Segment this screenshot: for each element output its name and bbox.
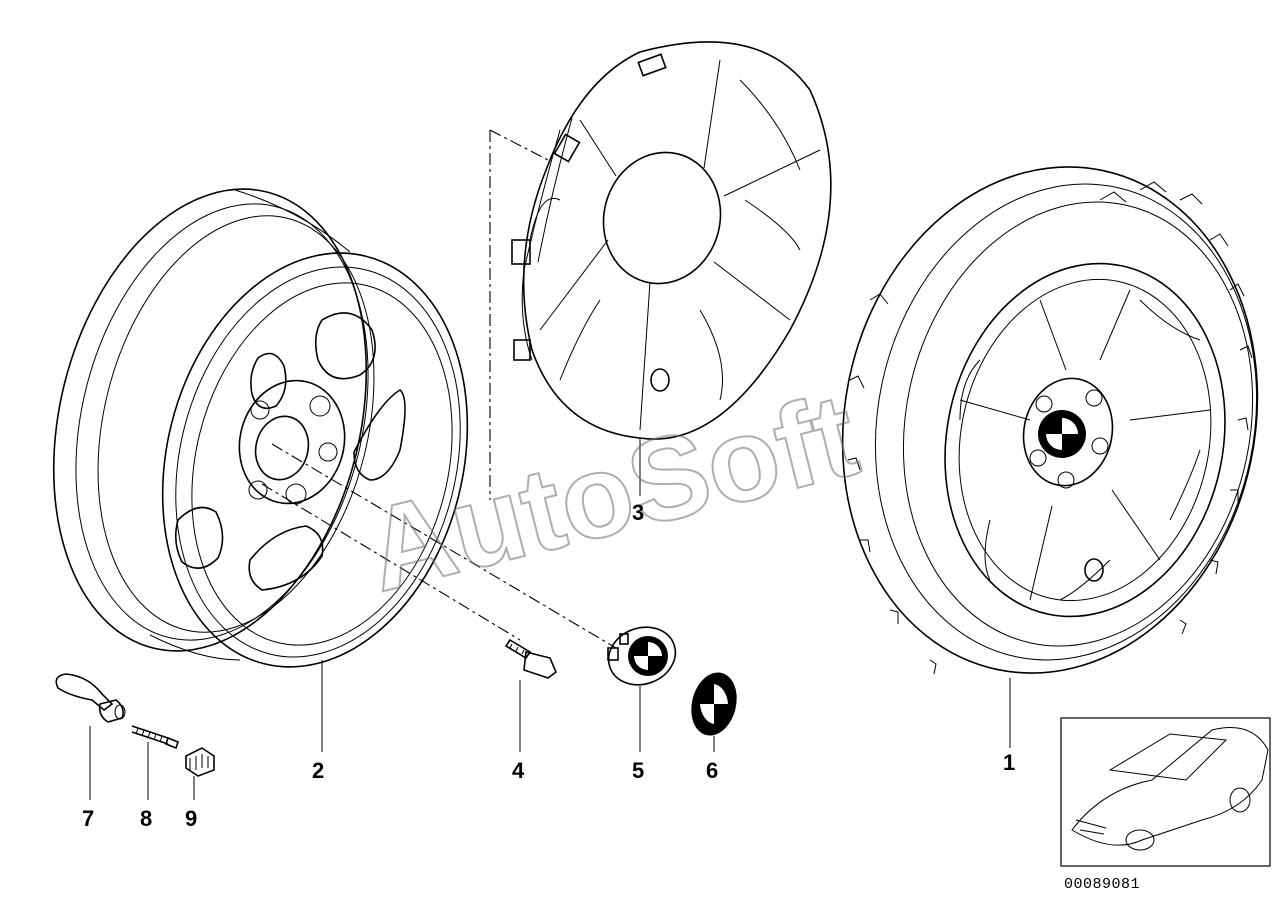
logo-roundel-icon: [628, 636, 668, 676]
valve-drawing[interactable]: [55, 673, 126, 800]
label-part-2: 2: [312, 758, 324, 783]
label-part-9: 9: [185, 806, 197, 831]
label-part-5: 5: [632, 758, 644, 783]
steel-rim-drawing[interactable]: [8, 156, 510, 752]
reference-code: 00089081: [1064, 876, 1140, 893]
complete-wheel-drawing[interactable]: [796, 128, 1287, 748]
label-part-4: 4: [512, 758, 525, 783]
wheel-cover-drawing[interactable]: [489, 41, 832, 500]
label-part-8: 8: [140, 806, 152, 831]
label-part-6: 6: [706, 758, 718, 783]
valve-insert-drawing[interactable]: [131, 725, 179, 800]
car-thumbnail-icon: [1060, 717, 1271, 867]
label-part-1: 1: [1003, 750, 1015, 775]
label-part-7: 7: [82, 806, 94, 831]
valve-cap-drawing[interactable]: [185, 747, 215, 800]
hub-cap-drawing[interactable]: [271, 443, 684, 752]
wheel-bolt-drawing[interactable]: [261, 483, 557, 752]
emblem-drawing[interactable]: [685, 668, 743, 752]
watermark-text: AutoSoft: [354, 369, 869, 618]
logo-roundel-icon: [1038, 410, 1086, 458]
label-part-3: 3: [632, 500, 644, 525]
